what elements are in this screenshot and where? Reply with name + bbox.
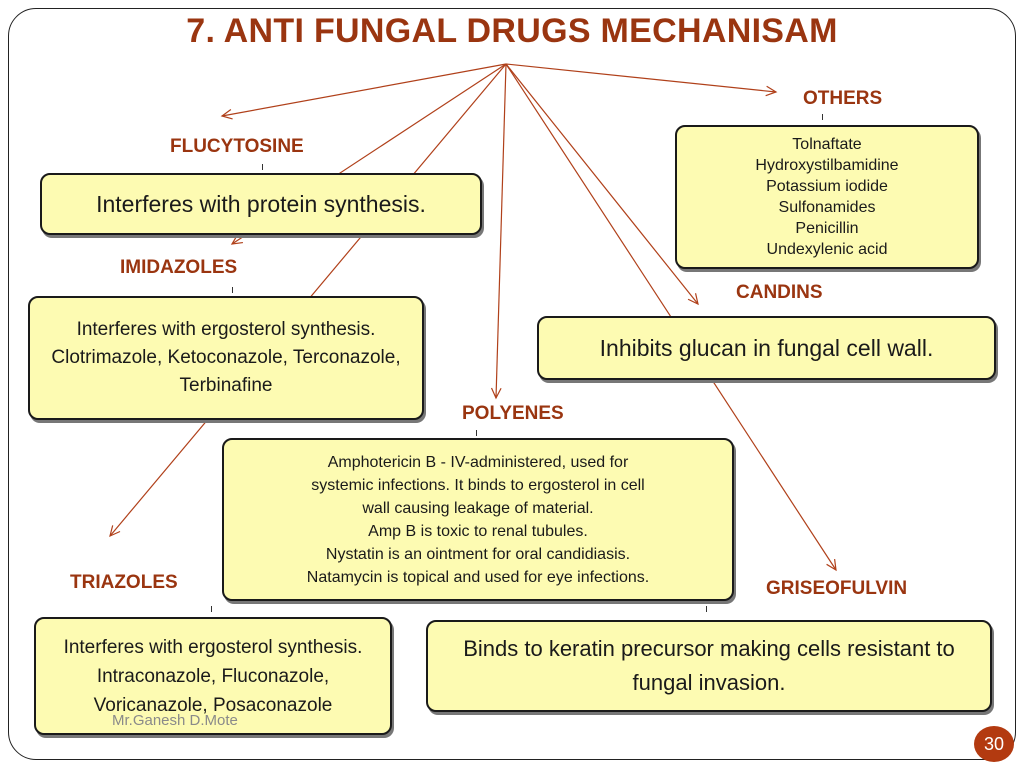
slide-frame <box>8 8 1016 760</box>
box-line: Inhibits glucan in fungal cell wall. <box>599 334 934 361</box>
box-line: Interferes with ergosterol synthesis. <box>63 636 363 658</box>
arrow-to-imidazoles-head <box>230 234 243 245</box>
arrow-to-polyenes-head <box>490 387 502 400</box>
tick <box>211 606 212 612</box>
triazoles-box: Interferes with ergosterol synthesis. In… <box>34 617 392 735</box>
griseofulvin-box: Binds to keratin precursor making cells … <box>426 620 992 712</box>
label-triazoles: TRIAZOLES <box>70 572 178 593</box>
label-candins: CANDINS <box>736 282 823 303</box>
box-line: systemic infections. It binds to ergoste… <box>311 476 645 494</box>
tick <box>232 287 233 293</box>
box-line: Hydroxystilbamidine <box>755 157 899 174</box>
box-line: Voricanazole, Posaconazole <box>93 694 333 716</box>
arrow-to-triazoles-head <box>109 525 121 538</box>
label-polyenes: POLYENES <box>462 403 564 424</box>
candins-box: Inhibits glucan in fungal cell wall. <box>537 316 996 380</box>
box-line: Penicillin <box>795 220 859 237</box>
box-line: Intraconazole, Fluconazole, <box>96 665 330 687</box>
tick <box>822 114 823 120</box>
label-imidazoles: IMIDAZOLES <box>120 257 238 278</box>
footer-author: Mr.Ganesh D.Mote <box>112 712 238 729</box>
arrow-to-flucytosine-head <box>220 109 233 120</box>
arrow-to-others-head <box>765 85 778 97</box>
box-line: Amphotericin B - IV-administered, used f… <box>327 453 629 471</box>
page-number: 30 <box>974 726 1014 762</box>
arrow-to-candins-head <box>687 293 699 306</box>
box-line: fungal invasion. <box>632 670 786 695</box>
box-line: Natamycin is topical and used for eye in… <box>306 568 650 586</box>
box-line: Nystatin is an ointment for oral candidi… <box>325 545 631 563</box>
arrow-to-griseofulvin-head <box>826 559 837 572</box>
box-line: wall causing leakage of material. <box>362 499 594 517</box>
tick <box>476 430 477 436</box>
arrow-to-flucytosine <box>221 63 507 117</box>
label-others: OTHERS <box>803 88 883 109</box>
flucytosine-box: Interferes with protein synthesis. <box>40 173 482 235</box>
box-line: Binds to keratin precursor making cells … <box>463 636 955 661</box>
box-line: Tolnaftate <box>792 136 862 153</box>
arrow-to-others <box>505 63 777 93</box>
polyenes-box: Amphotericin B - IV-administered, used f… <box>222 438 734 601</box>
label-griseofulvin: GRISEOFULVIN <box>766 578 908 599</box>
tick <box>262 164 263 170</box>
others-box: Tolnaftate Hydroxystilbamidine Potassium… <box>675 125 979 269</box>
label-flucytosine: FLUCYTOSINE <box>170 136 304 157</box>
imidazoles-box: Interferes with ergosterol synthesis. Cl… <box>28 296 424 420</box>
box-line: Clotrimazole, Ketoconazole, Terconazole, <box>51 347 401 368</box>
box-line: Amp B is toxic to renal tubules. <box>368 522 588 540</box>
box-line: Interferes with protein synthesis. <box>96 190 426 217</box>
arrow-to-candins <box>505 63 699 305</box>
box-line: Potassium iodide <box>766 178 888 195</box>
box-line: Terbinafine <box>179 375 273 396</box>
box-line: Sulfonamides <box>778 199 876 216</box>
box-line: Undexylenic acid <box>766 241 888 258</box>
page-title: 7. ANTI FUNGAL DRUGS MECHANISAM <box>186 12 838 50</box>
box-line: Interferes with ergosterol synthesis. <box>76 319 376 340</box>
arrow-to-polyenes <box>495 63 507 399</box>
tick <box>706 606 707 612</box>
